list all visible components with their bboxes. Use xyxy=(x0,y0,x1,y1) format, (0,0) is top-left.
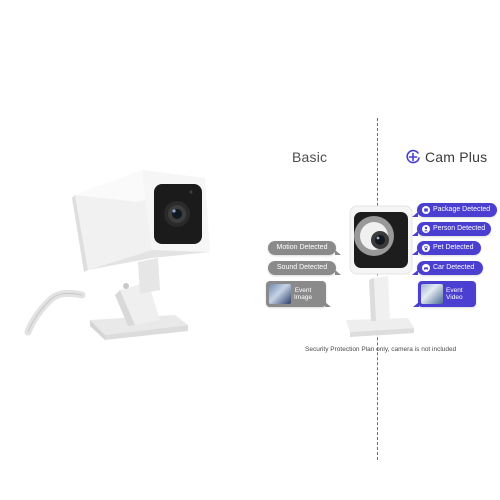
badge-person-label: Person Detected xyxy=(433,225,486,232)
event-video-thumbnail xyxy=(421,284,443,304)
speech-tail xyxy=(413,302,419,307)
event-image-label: Event Image xyxy=(294,287,312,302)
badge-event-image: Event Image xyxy=(266,281,331,307)
speech-tail xyxy=(412,212,418,217)
heading-cam-plus: Cam Plus xyxy=(405,149,487,165)
speech-tail xyxy=(325,302,331,307)
badge-sound-label: Sound Detected xyxy=(276,264,328,271)
person-icon xyxy=(422,225,430,233)
paw-icon xyxy=(422,244,430,252)
badge-person-detected: Person Detected xyxy=(412,222,491,236)
badge-event-video: Event Video xyxy=(413,281,476,307)
speech-tail xyxy=(335,270,341,275)
package-icon xyxy=(422,206,430,214)
speech-tail xyxy=(335,250,341,255)
event-image-label-line1: Event xyxy=(294,286,312,294)
event-video-label-line2: Video xyxy=(446,294,463,301)
badge-motion-detected: Motion Detected xyxy=(268,241,341,255)
heading-cam-plus-label: Cam Plus xyxy=(425,149,488,165)
badge-pet-label: Pet Detected xyxy=(433,244,474,251)
speech-tail xyxy=(412,231,418,236)
heading-basic: Basic xyxy=(292,149,328,165)
center-camera-image xyxy=(346,205,414,337)
footnote-disclaimer: Security Protection Plan only, camera is… xyxy=(305,346,457,353)
car-icon xyxy=(422,264,430,272)
plus-circle-icon xyxy=(406,149,420,164)
event-image-thumbnail xyxy=(269,284,291,304)
event-video-label: Event Video xyxy=(446,287,463,302)
speech-tail xyxy=(412,250,418,255)
speech-tail xyxy=(412,270,418,275)
badge-motion-label: Motion Detected xyxy=(276,244,328,251)
badge-pet-detected: Pet Detected xyxy=(412,241,481,255)
badge-car-detected: Car Detected xyxy=(412,261,483,275)
badge-sound-detected: Sound Detected xyxy=(268,261,341,275)
camera-product-image xyxy=(24,170,210,340)
event-video-label-line1: Event xyxy=(446,286,463,294)
event-image-label-line2: Image xyxy=(294,294,313,301)
badge-car-label: Car Detected xyxy=(433,264,475,271)
badge-package-detected: Package Detected xyxy=(412,203,497,217)
badge-package-label: Package Detected xyxy=(433,206,491,213)
